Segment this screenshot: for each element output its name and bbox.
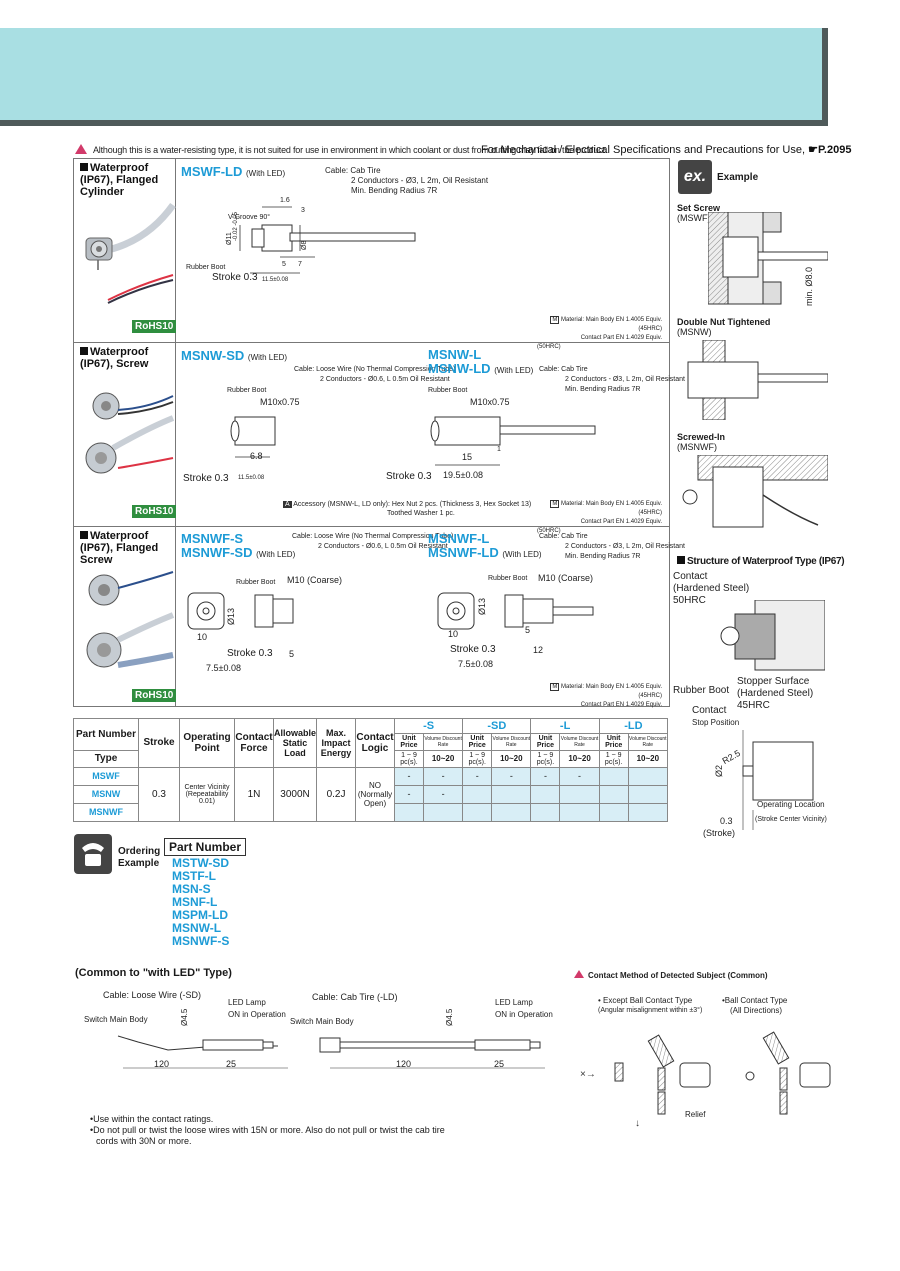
cable-spec: Cable: Cab Tire 2 Conductors - Ø3, L 2m,…: [539, 533, 685, 560]
spec-reference[interactable]: For Mechanical / Electrical Specificatio…: [481, 144, 852, 156]
spec-table: Part Number Stroke Operating Point Conta…: [73, 718, 669, 823]
example-badge: ex.: [678, 160, 712, 194]
accessory-note: A Accessory (MSNW-L, LD only): Hex Nut 2…: [283, 501, 532, 517]
model-code: MSNWF-S MSNWF-SD (With LED): [181, 531, 296, 560]
ordering-badge: [74, 834, 112, 874]
rohs-badge: RoHS10: [132, 689, 177, 702]
example-drawing-screwed-in: [682, 455, 828, 528]
product-panel: [73, 158, 670, 707]
structure-drawing: [720, 600, 825, 671]
structure-stopper-label: Stopper Surface(Hardened Steel)45HRC: [737, 676, 814, 711]
section-title: Waterproof (IP67), Flanged Cylinder: [80, 162, 159, 198]
page-ref-icon: ☛: [808, 144, 818, 156]
table-row-type: MSNW: [73, 784, 139, 804]
top-warning: Although this is a water-resisting type,…: [75, 144, 607, 155]
svg-text:↓: ↓: [635, 1118, 640, 1129]
warning-icon: [75, 144, 87, 154]
cable-spec: Cable: Cab Tire 2 Conductors - Ø3, L 2m,…: [325, 166, 489, 195]
model-code: MSWF-LD (With LED): [181, 164, 286, 179]
product-photo-msnwf: [86, 571, 175, 668]
section-title: Waterproof (IP67), Flanged Screw: [80, 530, 159, 566]
contact-method-title: Contact Method of Detected Subject (Comm…: [574, 970, 768, 980]
material-note: M Material: Main Body EN 1.4005 Equiv. (…: [550, 683, 662, 708]
led-ld-drawing: [319, 1037, 545, 1069]
dimension-drawing-msnw: [230, 416, 596, 466]
header-band: [0, 28, 828, 126]
dimension-drawing-msnwf: [187, 592, 594, 630]
example-title: Screwed-In(MSNWF): [677, 432, 726, 452]
example-title: Set Screw(MSWF): [677, 203, 721, 223]
contact-stroke-drawing: [742, 730, 814, 830]
section-title: Waterproof (IP67), Screw: [80, 346, 149, 370]
model-code: MSNW-SD (With LED): [181, 348, 288, 363]
svg-text:×→: ×→: [580, 1069, 596, 1080]
product-photo-msnw: [85, 392, 175, 474]
row-divider: [73, 342, 670, 343]
cable-spec: Cable: Cab Tire 2 Conductors - Ø3, L 2m,…: [539, 366, 685, 393]
structure-title: Structure of Waterproof Type (IP67): [677, 556, 845, 567]
rohs-badge: RoHS10: [132, 505, 177, 518]
example-title: Double Nut Tightened(MSNW): [677, 317, 771, 337]
phone-icon: [82, 843, 104, 866]
model-code: MSNWF-L MSNWF-LD (With LED): [428, 531, 542, 560]
ordering-header: Part Number: [164, 838, 247, 856]
example-drawing-set-screw: [708, 212, 828, 305]
warning-icon: [574, 970, 584, 978]
material-note: M Material: Main Body EN 1.4005 Equiv. (…: [537, 500, 662, 534]
table-row-type: MSNWF: [73, 802, 139, 823]
table-row-type: MSWF: [73, 766, 139, 786]
material-note: M Material: Main Body EN 1.4005 Equiv. (…: [537, 316, 662, 350]
model-code: MSNW-L MSNW-LD (With LED): [428, 347, 534, 376]
structure-contact-label: Contact(Hardened Steel)50HRC: [673, 571, 750, 606]
row-divider: [73, 526, 670, 527]
contact-method-drawing: ×→ ↓: [580, 1031, 831, 1129]
cable-spec: Cable: Loose Wire (No Thermal Compressio…: [292, 533, 454, 550]
usage-notes: •Use within the contact ratings. •Do not…: [90, 1114, 445, 1146]
ordering-list: MSTW-SD MSTF-L MSN-S MSNF-L MSPM-LD MSNW…: [172, 856, 230, 948]
product-photo-mswf: [85, 202, 176, 304]
cable-spec: Cable: Loose Wire (No Thermal Compressio…: [294, 366, 456, 383]
column-divider: [175, 158, 176, 707]
rohs-badge: RoHS10: [132, 320, 177, 333]
led-sd-drawing: [117, 1035, 288, 1069]
example-drawing-double-nut: [687, 340, 828, 420]
dimension-drawing-mswf: [239, 206, 416, 274]
